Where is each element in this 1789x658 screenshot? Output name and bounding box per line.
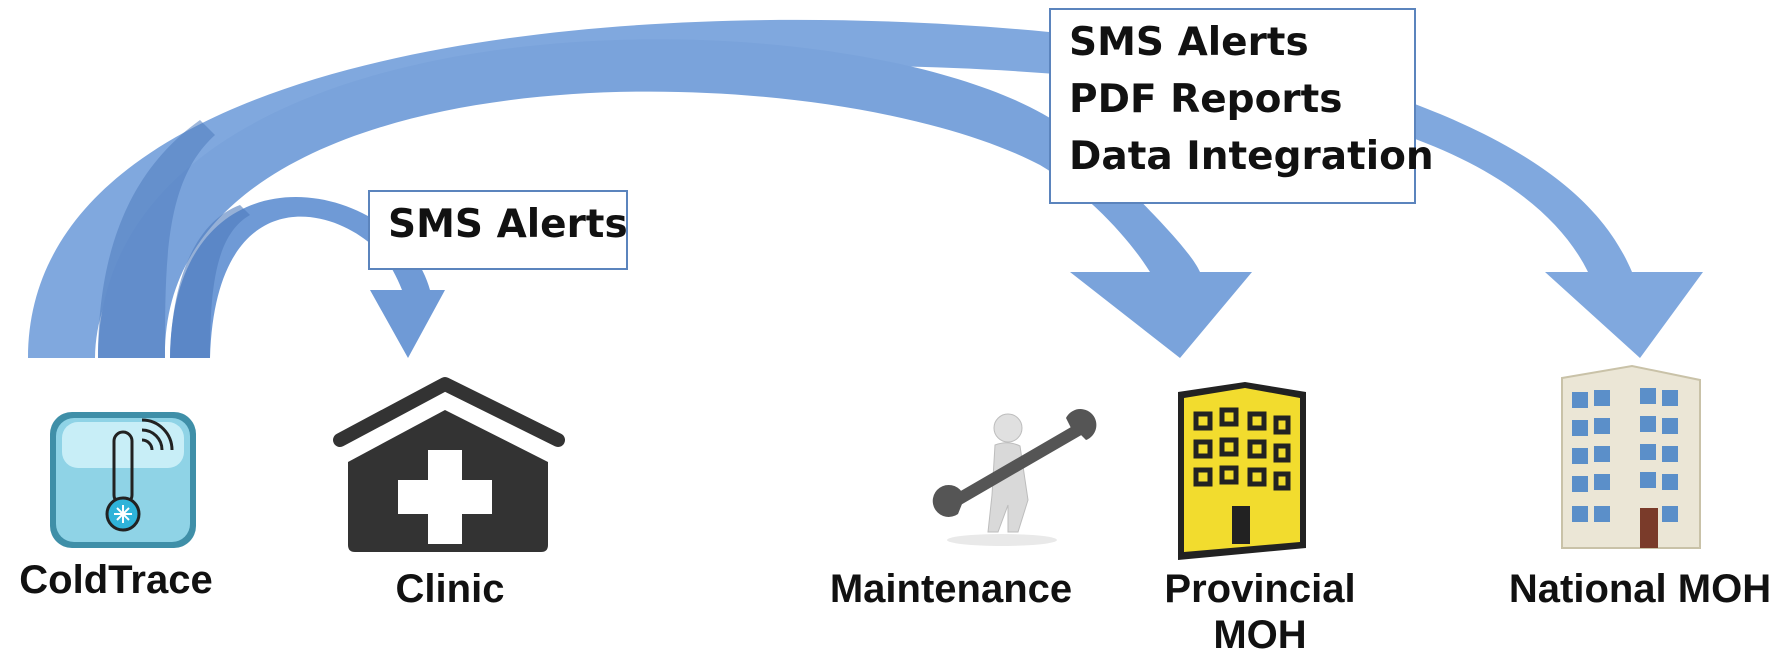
thermometer-icon bbox=[50, 412, 196, 548]
moh-services-callout: SMS Alerts PDF Reports Data Integration bbox=[1049, 8, 1434, 204]
clinic-label: Clinic bbox=[395, 567, 505, 611]
callout-item: PDF Reports bbox=[1069, 77, 1343, 122]
building-icon bbox=[1178, 382, 1306, 560]
clinic-icon bbox=[333, 377, 565, 552]
callout-item: SMS Alerts bbox=[388, 202, 628, 247]
provincial-moh-label-line2: MOH bbox=[1213, 613, 1307, 657]
national-moh-label: National MOH bbox=[1508, 567, 1772, 611]
callout-item: SMS Alerts bbox=[1069, 20, 1309, 65]
provincial-moh-label-line1: Provincial bbox=[1164, 567, 1356, 611]
provincial-moh-label: Provincial MOH bbox=[1140, 566, 1380, 658]
callout-item: Data Integration bbox=[1069, 134, 1434, 179]
arrow-to-provincial-moh bbox=[98, 39, 1252, 358]
coldtrace-label: ColdTrace bbox=[19, 558, 213, 602]
mechanic-wrench-icon bbox=[932, 409, 1097, 546]
clinic-sms-callout: SMS Alerts bbox=[368, 190, 628, 270]
maintenance-label: Maintenance bbox=[829, 567, 1073, 611]
office-tower-icon bbox=[1561, 364, 1701, 549]
